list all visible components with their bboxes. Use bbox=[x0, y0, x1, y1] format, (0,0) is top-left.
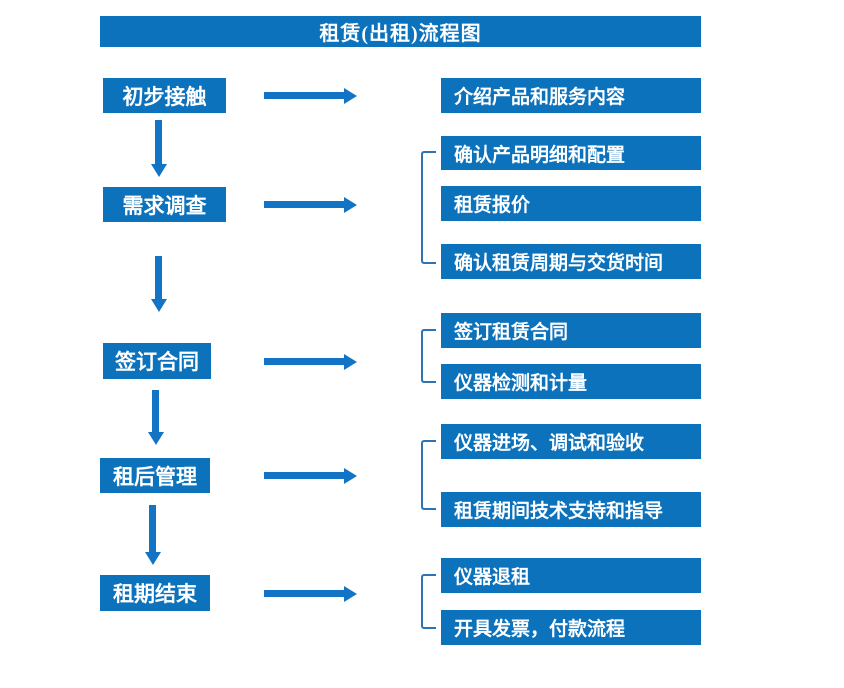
detail-box-instrument-setup-acceptance: 仪器进场、调试和验收 bbox=[441, 424, 701, 459]
detail-box-instrument-testing: 仪器检测和计量 bbox=[441, 364, 701, 399]
step-box-demand-survey: 需求调查 bbox=[103, 187, 226, 222]
page-title: 租赁(出租)流程图 bbox=[100, 16, 701, 47]
detail-box-instrument-return: 仪器退租 bbox=[441, 558, 701, 593]
detail-box-sign-rental-contract: 签订租赁合同 bbox=[441, 313, 701, 348]
detail-box-invoice-payment: 开具发票，付款流程 bbox=[441, 610, 701, 645]
arrow-down-icon-4 bbox=[149, 505, 156, 553]
step-box-lease-end: 租期结束 bbox=[100, 575, 210, 611]
arrow-right-icon-4 bbox=[264, 472, 345, 479]
bracket-group-demand-survey bbox=[421, 151, 436, 264]
step-box-sign-contract: 签订合同 bbox=[103, 343, 211, 379]
arrow-right-icon-2 bbox=[264, 201, 345, 208]
detail-box-technical-support: 租赁期间技术支持和指导 bbox=[441, 492, 701, 527]
arrow-down-icon-1 bbox=[155, 120, 162, 165]
step-box-post-rental-management: 租后管理 bbox=[100, 458, 210, 493]
arrow-right-icon-3 bbox=[264, 358, 345, 365]
detail-box-confirm-rental-period: 确认租赁周期与交货时间 bbox=[441, 244, 701, 279]
arrow-right-icon-1 bbox=[264, 92, 345, 99]
arrow-right-icon-5 bbox=[264, 590, 345, 597]
arrow-down-icon-3 bbox=[152, 390, 159, 433]
detail-box-confirm-product-details: 确认产品明细和配置 bbox=[441, 136, 701, 170]
detail-box-intro-products: 介绍产品和服务内容 bbox=[441, 78, 701, 113]
detail-box-rental-quote: 租赁报价 bbox=[441, 186, 701, 221]
bracket-group-lease-end bbox=[421, 574, 436, 629]
arrow-down-icon-2 bbox=[155, 256, 162, 300]
bracket-group-post-rental bbox=[421, 440, 436, 510]
step-box-initial-contact: 初步接触 bbox=[103, 78, 226, 113]
bracket-group-sign-contract bbox=[421, 329, 436, 383]
